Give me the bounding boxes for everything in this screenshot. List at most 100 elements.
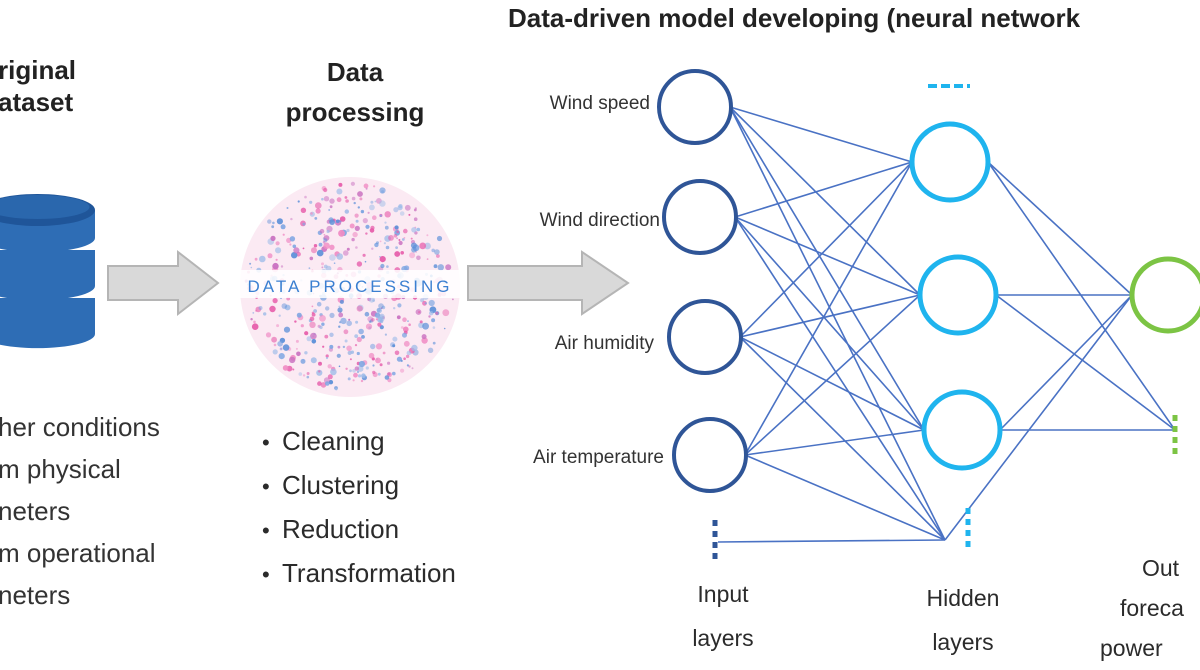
processing-steps-list: Cleaning Clustering Reduction Transforma… [262,420,456,596]
cloud-dot [396,237,398,240]
cloud-dot [282,233,285,236]
cloud-dot [310,357,317,364]
cloud-dot [284,304,291,311]
network-edge [739,336,925,431]
cloud-dot [304,331,309,336]
cloud-dot [388,235,394,241]
cloud-dot [384,375,390,380]
network-edge [987,161,1176,431]
cloud-dot [309,321,316,328]
input-label-wind-speed: Wind speed [549,93,650,114]
processing-step: Transformation [262,552,456,596]
cloud-dot [416,227,421,232]
cloud-dot [327,364,332,369]
network-edge [734,216,946,541]
network-edge [734,216,925,431]
cloud-dot [317,381,322,386]
cloud-dot [324,334,329,339]
cloud-dot [321,197,324,201]
network-edge [744,429,925,456]
cloud-dot [338,305,341,308]
cloud-dot [314,217,318,220]
cloud-dot [370,200,374,204]
cloud-dot [346,320,353,327]
processing-step: Cleaning [262,420,456,464]
cloud-dot [277,341,283,347]
cloud-dot [302,222,306,226]
cloud-dot [419,320,423,324]
cloud-dot [351,237,355,242]
cloud-dot [411,247,417,253]
cloud-dot [361,373,366,379]
network-edge [744,161,913,456]
network-edge [739,336,946,541]
hidden-node [921,389,1003,471]
cloud-dot [267,253,273,259]
cloud-dot [349,369,352,373]
input-label-air-humidity: Air humidity [554,333,654,354]
cloud-dot [364,260,367,263]
cloud-dot [362,253,366,257]
cloud-dot [278,353,285,360]
cloud-dot [309,316,315,322]
cloud-dot [343,329,349,335]
cloud-dot [400,326,404,329]
input-label-air-temperature: Air temperature [533,447,664,468]
cloud-dot [275,241,280,246]
cloud-dot [270,235,276,241]
cloud-dot [372,215,377,220]
cloud-dot [338,325,341,328]
cloud-dot [319,315,326,322]
cloud-dot [381,305,386,310]
cloud-dot [410,237,413,240]
cloud-dot [384,333,387,336]
cloud-dot [357,191,363,197]
cloud-dot [316,301,322,307]
cloud-dot [407,320,409,322]
cloud-dot [356,336,362,343]
input-layer-caption: Input layers [692,581,754,651]
cloud-dot [445,264,452,271]
cloud-dot [404,204,411,211]
cloud-dot [356,261,363,267]
cloud-dot [369,204,375,211]
cloud-dot [346,228,350,233]
cloud-dot [323,196,330,202]
cloud-dot [319,325,323,330]
cloud-dot [253,320,256,324]
cloud-dot [452,298,454,301]
cloud-dot [282,344,290,351]
cloud-dot [352,231,358,238]
cloud-dot [339,216,346,222]
cloud-dot [421,334,427,340]
cloud-dot [276,324,280,328]
cloud-dot [376,241,379,245]
cloud-dot [286,207,289,209]
cloud-dot [411,367,414,370]
cloud-dot [429,311,434,316]
cloud-dot [384,221,387,224]
cloud-dot [273,343,277,347]
cloud-dot [310,212,313,215]
cloud-dot [313,244,318,248]
network-edge [739,294,921,338]
network-edge [717,539,946,543]
cloud-dot [251,323,259,331]
cloud-dot [311,339,317,344]
cloud-dot [321,262,324,266]
cloud-dot [339,299,344,304]
cloud-dot [402,317,407,323]
cloud-dot [271,336,277,343]
cloud-dot [411,344,418,352]
cloud-dot [408,365,411,368]
cloud-dot [338,312,344,318]
network-edge [987,161,1133,296]
cloud-dot [392,344,396,348]
cloud-dot [308,267,311,270]
cloud-dot [419,242,427,250]
cloud-dot [394,251,401,257]
cloud-dot [294,320,297,323]
cloud-dot [335,219,340,224]
cloud-dot [379,214,382,217]
cloud-dot [431,248,436,253]
